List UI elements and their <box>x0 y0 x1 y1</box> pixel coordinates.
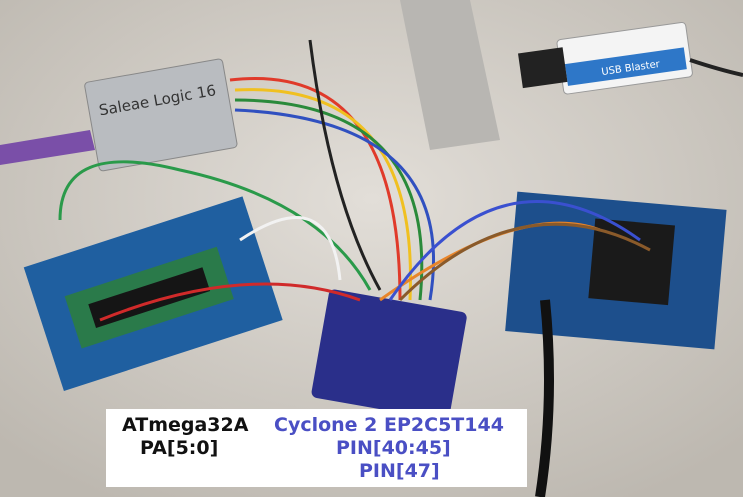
logic-analyzer: Saleae Logic 16 <box>84 58 238 172</box>
jumper-wires <box>58 39 651 322</box>
fpga-pin-47: PIN[47] <box>359 460 440 482</box>
mcu-name: ATmega32A <box>122 414 249 436</box>
breadboard <box>311 289 467 421</box>
usb-cable <box>0 130 95 165</box>
fpga-pins: PIN[40:45] <box>336 437 451 459</box>
ribbon-cable <box>400 0 500 150</box>
power-cable <box>535 299 554 497</box>
caption-box: ATmega32A PA[5:0] Cyclone 2 EP2C5T144 PI… <box>106 409 527 487</box>
usb-blaster: USB Blaster <box>518 21 693 95</box>
fpga-name: Cyclone 2 EP2C5T144 <box>274 414 504 436</box>
fpga-board <box>505 191 727 350</box>
mcu-port: PA[5:0] <box>140 437 219 459</box>
